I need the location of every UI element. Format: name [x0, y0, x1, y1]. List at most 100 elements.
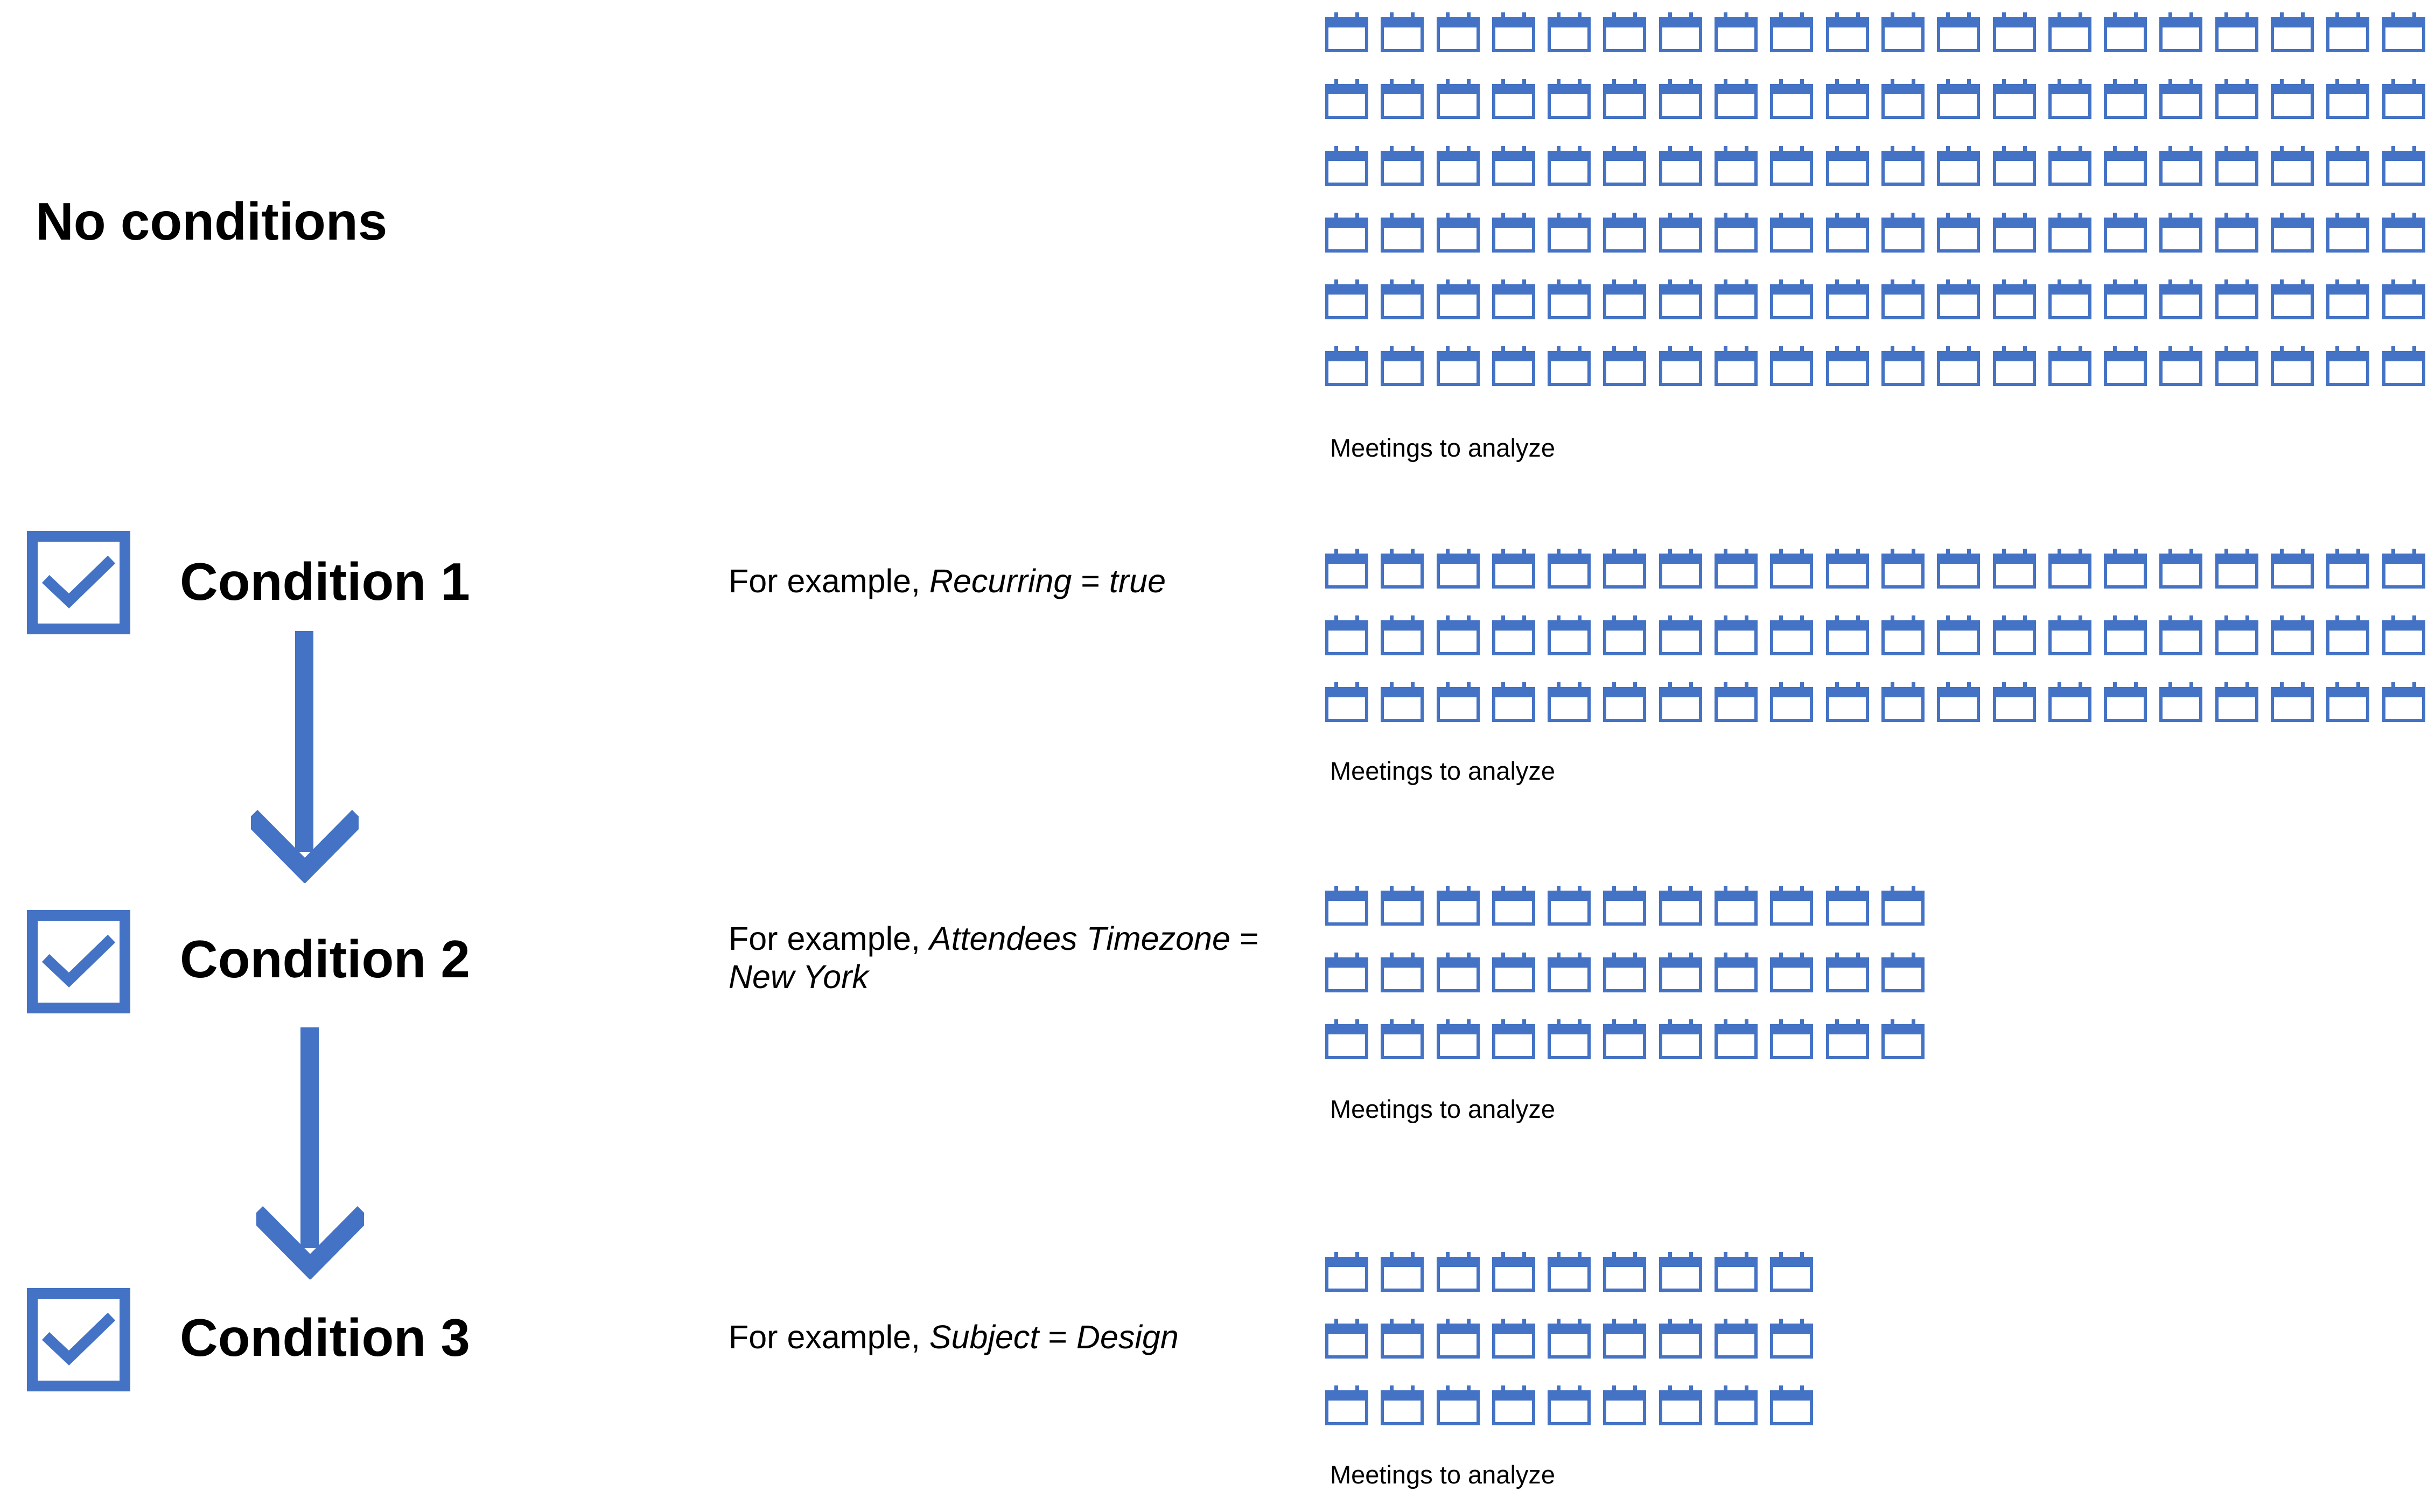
calendar-icon: [1715, 1385, 1758, 1425]
calendar-icon: [1881, 615, 1925, 655]
calendar-icon: [2382, 12, 2425, 52]
calendar-icon: [1548, 549, 1591, 589]
calendar-icon: [1825, 953, 1869, 992]
calendar-icon: [1825, 549, 1869, 589]
calendar-icon: [2271, 279, 2314, 319]
calendar-icon: [2104, 12, 2147, 52]
calendar-icon: [1492, 12, 1535, 52]
calendar-icon: [1715, 682, 1758, 722]
condition-1-title: Condition 1: [180, 552, 470, 611]
calendar-icon: [1436, 1319, 1480, 1359]
calendar-icon: [1548, 615, 1591, 655]
calendar-icon: [1325, 1319, 1368, 1359]
calendar-icon: [1937, 549, 1981, 589]
calendar-icon: [2159, 12, 2203, 52]
calendar-icon: [1770, 79, 1814, 119]
calendar-icon: [1659, 549, 1702, 589]
calendar-icon: [1770, 682, 1814, 722]
calendar-icon: [1881, 146, 1925, 186]
calendar-icon: [2326, 682, 2370, 722]
calendar-icon: [2159, 615, 2203, 655]
calendar-icon: [1603, 615, 1647, 655]
meetings-caption: Meetings to analyze: [1330, 433, 1556, 462]
calendar-icon: [1603, 1252, 1647, 1292]
calendar-icon: [1548, 213, 1591, 253]
calendar-icon: [1881, 213, 1925, 253]
calendar-icon: [1492, 146, 1535, 186]
calendar-icon: [1548, 1019, 1591, 1059]
calendar-icon: [2048, 279, 2091, 319]
calendar-icon: [1825, 886, 1869, 926]
calendar-icon: [1381, 549, 1424, 589]
calendar-icon: [2382, 79, 2425, 119]
calendar-icon: [1436, 79, 1480, 119]
calendar-icon: [2271, 213, 2314, 253]
calendar-icon: [2382, 279, 2425, 319]
calendar-grid-all: [1324, 10, 2427, 390]
calendar-icon: [1881, 346, 1925, 386]
calendar-icon: [2159, 213, 2203, 253]
calendar-icon: [1659, 1385, 1702, 1425]
calendar-icon: [1881, 12, 1925, 52]
calendar-icon: [1659, 886, 1702, 926]
calendar-icon: [1381, 1385, 1424, 1425]
calendar-icon: [1825, 279, 1869, 319]
condition-2-title: Condition 2: [180, 929, 470, 989]
calendar-icon: [1770, 213, 1814, 253]
calendar-icon: [1992, 346, 2036, 386]
calendar-icon: [1770, 953, 1814, 992]
calendar-icon: [1548, 1385, 1591, 1425]
calendar-icon: [1492, 886, 1535, 926]
calendar-icon: [1436, 146, 1480, 186]
calendar-icon: [2382, 615, 2425, 655]
calendar-icon: [1436, 682, 1480, 722]
calendar-icon: [2271, 346, 2314, 386]
calendar-icon: [2271, 682, 2314, 722]
calendar-icon: [1325, 1019, 1368, 1059]
calendar-icon: [1436, 279, 1480, 319]
calendar-icon: [2382, 346, 2425, 386]
calendar-icon: [2215, 146, 2258, 186]
calendar-icon: [2159, 279, 2203, 319]
calendar-icon: [1436, 1252, 1480, 1292]
calendar-icon: [1436, 615, 1480, 655]
calendar-icon: [1325, 146, 1368, 186]
calendar-icon: [1436, 549, 1480, 589]
calendar-icon: [1325, 12, 1368, 52]
calendar-icon: [1715, 615, 1758, 655]
calendar-icon: [2048, 12, 2091, 52]
calendar-icon: [1603, 549, 1647, 589]
calendar-icon: [1325, 682, 1368, 722]
calendar-icon: [1659, 12, 1702, 52]
calendar-icon: [1770, 1019, 1814, 1059]
checkbox-checked-icon: [27, 1288, 130, 1391]
calendar-icon: [1937, 615, 1981, 655]
calendar-icon: [1603, 1319, 1647, 1359]
calendar-icon: [1770, 12, 1814, 52]
calendar-icon: [1603, 886, 1647, 926]
calendar-icon: [1659, 682, 1702, 722]
calendar-icon: [1937, 279, 1981, 319]
calendar-icon: [1548, 1252, 1591, 1292]
calendar-icon: [1381, 615, 1424, 655]
calendar-icon: [1492, 953, 1535, 992]
calendar-icon: [1492, 615, 1535, 655]
calendar-icon: [1381, 346, 1424, 386]
calendar-icon: [2104, 682, 2147, 722]
calendar-icon: [2271, 79, 2314, 119]
calendar-icon: [2215, 682, 2258, 722]
calendar-icon: [1881, 549, 1925, 589]
calendar-icon: [2215, 615, 2258, 655]
calendar-icon: [1937, 12, 1981, 52]
arrow-down-icon-svg: [249, 1027, 371, 1280]
calendar-icon: [1992, 549, 2036, 589]
calendar-icon: [1436, 346, 1480, 386]
condition-3-example: For example, Subject = Design: [729, 1319, 1179, 1355]
calendar-icon: [1492, 1319, 1535, 1359]
calendar-icon: [1715, 1319, 1758, 1359]
calendar-icon: [1381, 79, 1424, 119]
calendar-icon: [1659, 146, 1702, 186]
calendar-icon: [1603, 1385, 1647, 1425]
calendar-icon: [1548, 146, 1591, 186]
calendar-icon: [1825, 615, 1869, 655]
